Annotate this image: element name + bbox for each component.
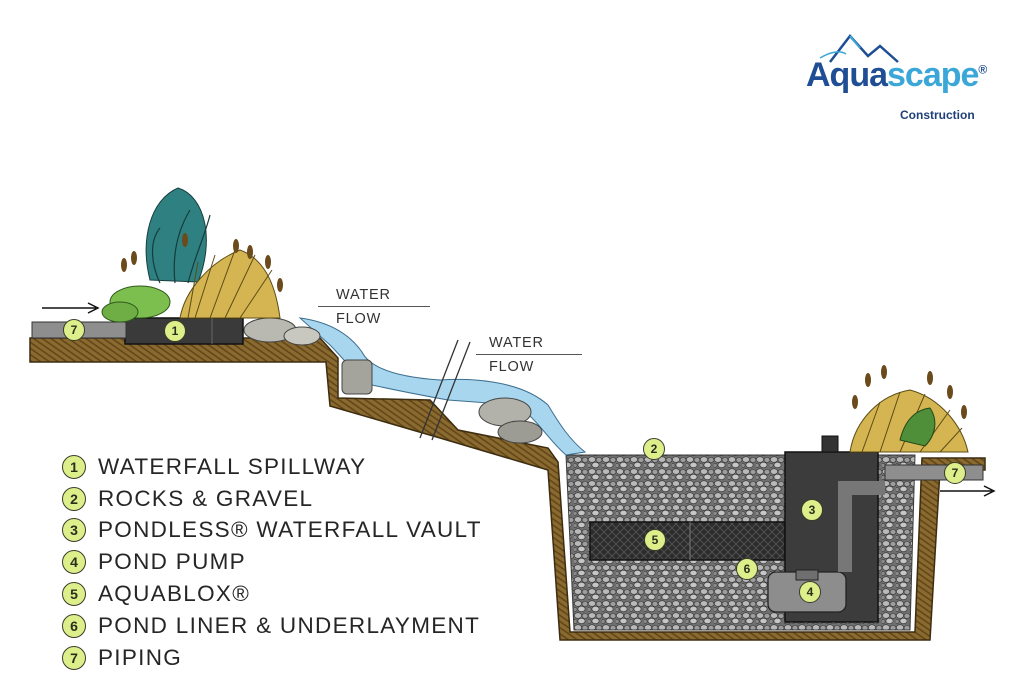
outlet-arrow (940, 485, 996, 497)
legend-number: 2 (62, 486, 86, 511)
legend-label: AQUABLOX® (98, 581, 251, 607)
legend-label: ROCKS & GRAVEL (98, 485, 314, 511)
legend-number: 6 (62, 613, 86, 638)
legend-item: 7 PIPING (62, 642, 482, 674)
legend-number: 4 (62, 550, 86, 575)
legend-label: POND LINER & UNDERLAYMENT (98, 612, 481, 638)
marker-gravel: 2 (643, 438, 665, 460)
pipe-outlet (884, 464, 984, 481)
aquascape-logo: Aquascape® Construction (804, 26, 1004, 126)
soil-cross-section (29, 337, 986, 641)
stream-rocks (243, 317, 543, 444)
legend-item: 3 PONDLESS® WATERFALL VAULT (62, 515, 482, 547)
legend-number: 5 (62, 582, 86, 607)
pipe-riser (838, 481, 885, 572)
marker-pipe-inlet: 7 (63, 319, 85, 341)
plants-left (101, 187, 283, 323)
water-flow-label-1-line1: WATER (336, 287, 391, 303)
marker-pipe-outlet: 7 (944, 462, 966, 484)
legend-label: POND PUMP (98, 549, 246, 575)
legend-item: 4 POND PUMP (62, 546, 482, 578)
marker-liner: 6 (736, 558, 758, 580)
logo-wordmark: Aquascape® (806, 56, 987, 94)
water-flow-label-1-line2: FLOW (336, 311, 382, 327)
legend-number: 1 (62, 454, 86, 479)
water-flow-label-2-line1: WATER (489, 335, 544, 351)
legend-item: 6 POND LINER & UNDERLAYMENT (62, 610, 482, 642)
legend-label: PONDLESS® WATERFALL VAULT (98, 517, 482, 543)
legend-item: 1 WATERFALL SPILLWAY (62, 451, 482, 483)
plants-right (849, 365, 969, 453)
marker-vault: 3 (801, 499, 823, 521)
legend-number: 3 (62, 518, 86, 543)
aquablox (589, 521, 786, 561)
logo-subtitle: Construction (900, 108, 975, 122)
marker-pump: 4 (799, 581, 821, 603)
marker-spillway: 1 (164, 320, 186, 342)
logo-mountain-icon (819, 34, 899, 63)
break-marks (419, 339, 471, 441)
water-flow-rule-2 (476, 354, 582, 355)
water-flow-label-2-line2: FLOW (489, 359, 535, 375)
water-flow-rule-1 (318, 306, 430, 307)
marker-aquablox: 5 (644, 529, 666, 551)
legend-number: 7 (62, 645, 86, 670)
legend-label: PIPING (98, 644, 183, 670)
legend-item: 5 AQUABLOX® (62, 578, 482, 610)
legend-item: 2 ROCKS & GRAVEL (62, 483, 482, 515)
legend-label: WATERFALL SPILLWAY (98, 453, 367, 479)
inlet-arrow (42, 302, 100, 314)
